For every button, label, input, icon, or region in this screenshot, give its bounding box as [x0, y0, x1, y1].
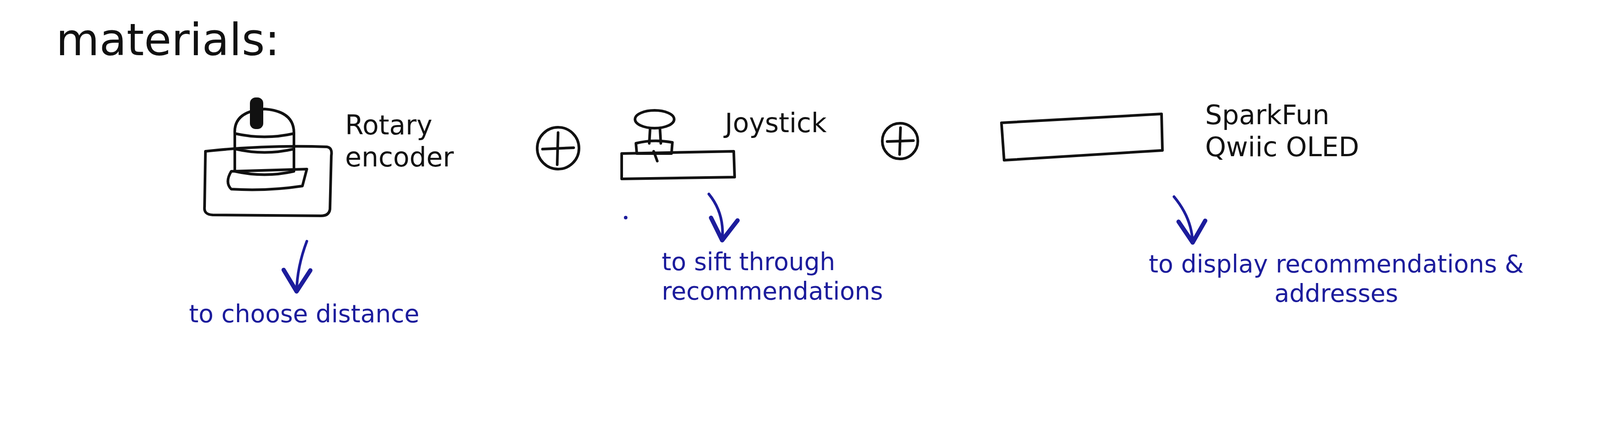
function-note: to choose distance	[188, 298, 420, 329]
sheet-title: materials:	[56, 13, 280, 67]
oled-display-drawing	[1001, 113, 1163, 161]
rotary-encoder-drawing	[204, 98, 332, 216]
plus-symbol	[537, 127, 579, 169]
function-note: to sift through recommendations	[661, 246, 938, 306]
function-note: to display recommendations & addresses	[1145, 249, 1528, 308]
part-name: SparkFun Qwiic OLED	[1205, 98, 1392, 163]
part-name: Rotary encoder	[345, 108, 492, 173]
part-name: Joystick	[724, 106, 827, 139]
joystick-drawing	[621, 110, 735, 220]
plus-symbol	[882, 123, 918, 159]
